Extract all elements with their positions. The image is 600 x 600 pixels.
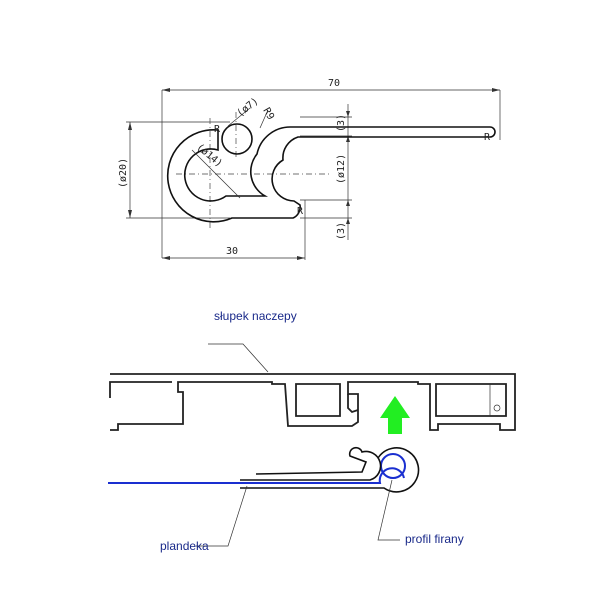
profile-drawing: 70 30 (ø20) (3) (ø12) (3) (ø7) R9 bbox=[118, 78, 501, 260]
dimension-3-top: (3) bbox=[336, 114, 347, 132]
dimension-70: 70 bbox=[328, 78, 340, 89]
dimension-bead-7: (ø7) bbox=[235, 96, 261, 120]
insertion-arrow bbox=[380, 396, 410, 434]
radius-mark-1: R bbox=[214, 124, 221, 135]
profile-outline bbox=[166, 126, 496, 223]
dimension-12: (ø12) bbox=[336, 154, 347, 184]
radius-mark-2: R bbox=[484, 132, 491, 143]
dimension-r9: R9 bbox=[260, 106, 276, 122]
trailer-post-outline bbox=[110, 373, 516, 431]
label-tarp: plandeka bbox=[160, 539, 209, 553]
bead-circle bbox=[221, 123, 253, 155]
dimension-20: (ø20) bbox=[118, 158, 129, 188]
radius-mark-3: R bbox=[297, 206, 304, 217]
dimension-30: 30 bbox=[226, 246, 238, 257]
label-trailer-post: słupek naczepy bbox=[214, 309, 297, 323]
dimension-3-bottom: (3) bbox=[336, 222, 347, 240]
assembly-drawing: słupek naczepy plandeka profil firany bbox=[108, 309, 516, 553]
tarp-bead bbox=[380, 453, 406, 479]
dimension-inner-14: (ø14) bbox=[194, 142, 224, 170]
label-curtain-profile: profil firany bbox=[405, 532, 464, 546]
curtain-profile bbox=[240, 446, 420, 493]
